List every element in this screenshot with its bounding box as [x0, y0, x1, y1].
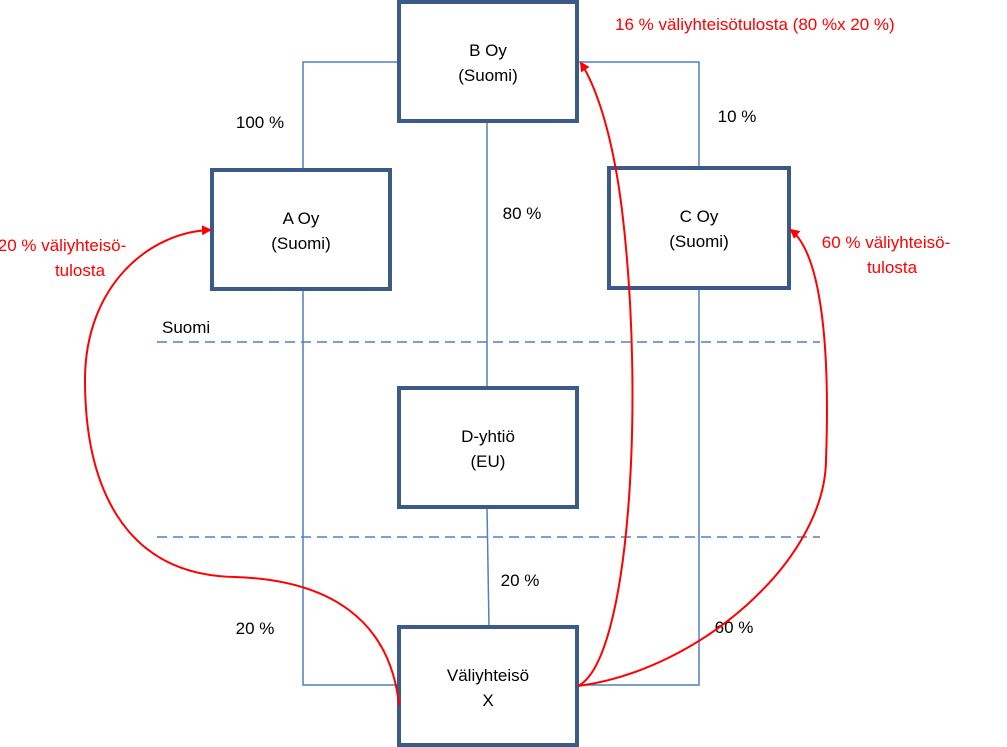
entity-country: (Suomi) [458, 66, 518, 85]
ownership-label-d-x: 20 % [501, 571, 540, 590]
entity-valiyhteiso-x: Väliyhteisö X [397, 625, 579, 747]
connector-d-x [486, 506, 490, 628]
entity-country: (Suomi) [271, 234, 331, 253]
connector-b-a [302, 61, 399, 170]
income-label-b: 16 % väliyhteisötulosta (80 %x 20 %) [615, 15, 895, 34]
ownership-label-b-a: 100 % [236, 113, 284, 132]
ownership-label-b-d: 80 % [503, 204, 542, 223]
connector-c-x [577, 288, 700, 686]
income-arrow-a [83, 225, 400, 706]
income-label-a-line1: 20 % väliyhteisö- [0, 236, 126, 255]
entity-name: C Oy [680, 207, 719, 226]
income-arrow-c [577, 228, 828, 687]
entity-d-yhtio: D-yhtiö (EU) [397, 386, 579, 509]
entity-b-oy: B Oy (Suomi) [397, 0, 579, 123]
entity-a-oy: A Oy (Suomi) [210, 168, 392, 291]
entity-c-oy: C Oy (Suomi) [607, 166, 791, 290]
border-label: Suomi [162, 318, 210, 337]
income-label-c-line2: tulosta [867, 258, 918, 277]
ownership-label-b-c: 10 % [718, 107, 757, 126]
income-label-a-line2: tulosta [55, 261, 106, 280]
entity-name: A Oy [283, 209, 320, 228]
entity-name: Väliyhteisö [447, 666, 529, 685]
connector-b-c [577, 61, 700, 168]
ownership-label-a-x: 20 % [236, 619, 275, 638]
entity-name: D-yhtiö [461, 427, 515, 446]
entity-country: X [482, 691, 493, 710]
entity-country: (Suomi) [669, 232, 729, 251]
income-arrow-b [577, 61, 634, 687]
income-label-c-line1: 60 % väliyhteisö- [822, 233, 951, 252]
entity-name: B Oy [469, 41, 507, 60]
entity-country: (EU) [471, 452, 506, 471]
connector-a-x [302, 289, 399, 686]
